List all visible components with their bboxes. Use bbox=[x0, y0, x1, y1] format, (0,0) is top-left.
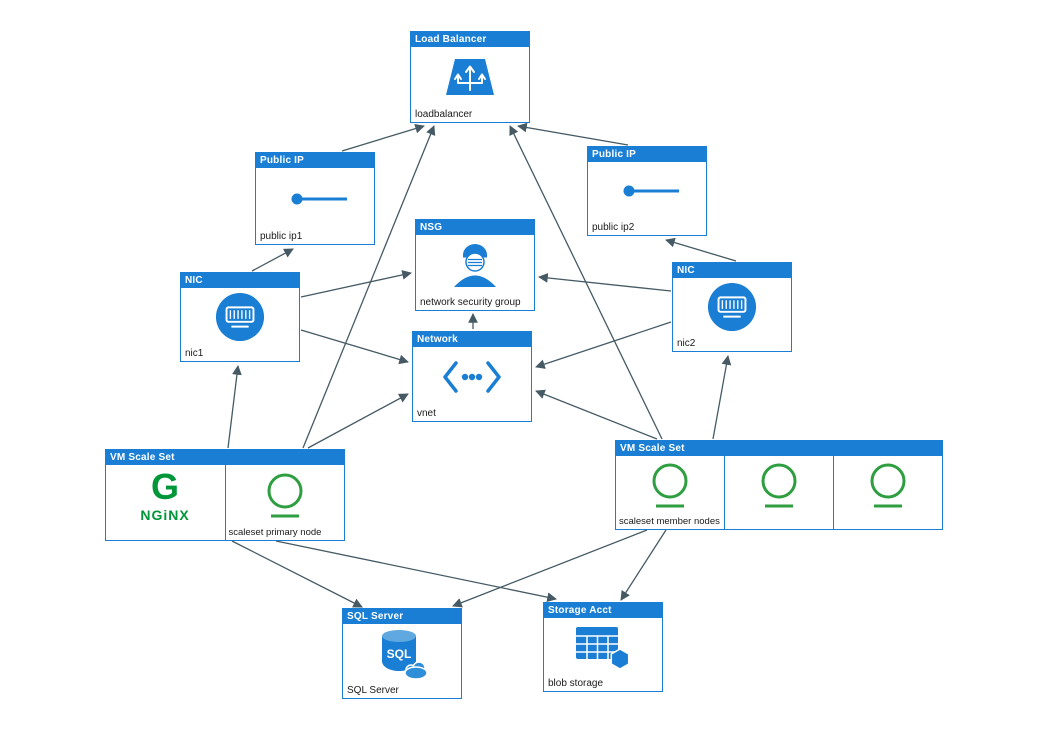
node-label: public ip2 bbox=[592, 222, 635, 233]
node-label: loadbalancer bbox=[415, 109, 473, 120]
edge-scaleset-members-nic2 bbox=[712, 355, 732, 440]
member-node-cell bbox=[833, 456, 942, 529]
node-header: VM Scale Set bbox=[616, 441, 942, 456]
node-storage-account[interactable]: Storage Acct blob storage bbox=[543, 602, 663, 692]
node-sql-server[interactable]: SQL Server SQL SQL Server bbox=[342, 608, 462, 699]
node-vm-scale-set-primary[interactable]: VM Scale Set G NGiNX scaleset primar bbox=[105, 449, 345, 541]
node-header: Public IP bbox=[588, 147, 706, 162]
node-header: Storage Acct bbox=[544, 603, 662, 618]
node-circle-icon bbox=[756, 461, 802, 516]
node-load-balancer[interactable]: Load Balancer loadbalancer bbox=[410, 31, 530, 123]
node-header: Load Balancer bbox=[411, 32, 529, 47]
sql-icon-text: SQL bbox=[387, 647, 412, 661]
public-ip-icon bbox=[609, 182, 685, 205]
edge-nic2-network bbox=[535, 321, 672, 369]
load-balancer-icon bbox=[444, 56, 496, 103]
edge-scaleset-primary-storage bbox=[275, 540, 557, 602]
node-label: blob storage bbox=[548, 678, 604, 689]
edge-scaleset-primary-network bbox=[307, 393, 409, 449]
edge-nic2-publicip2 bbox=[665, 237, 737, 262]
network-security-group-icon bbox=[449, 242, 501, 293]
edge-scaleset-primary-nic1 bbox=[227, 365, 242, 449]
public-ip-icon bbox=[277, 190, 353, 213]
node-header: Network bbox=[413, 332, 531, 347]
primary-node-cell: scaleset primary node bbox=[224, 465, 345, 540]
member-node-cell bbox=[724, 456, 833, 529]
node-vm-scale-set-members[interactable]: VM Scale Set scaleset member nodes bbox=[615, 440, 943, 530]
edge-publicip1-loadbalancer bbox=[341, 123, 425, 152]
edge-scaleset-members-sqlserver bbox=[452, 529, 648, 608]
node-label: scaleset primary node bbox=[228, 527, 322, 538]
sql-database-icon: SQL bbox=[375, 627, 429, 686]
node-label: network security group bbox=[420, 297, 521, 308]
node-label: vnet bbox=[417, 408, 436, 419]
edge-nic1-publicip1 bbox=[251, 248, 294, 272]
nic-icon bbox=[707, 282, 757, 337]
node-header: SQL Server bbox=[343, 609, 461, 624]
node-label: nic2 bbox=[677, 338, 696, 349]
edge-nic1-network bbox=[300, 329, 409, 365]
node-public-ip1[interactable]: Public IP public ip1 bbox=[255, 152, 375, 245]
node-label: SQL Server bbox=[347, 685, 399, 696]
edge-nic1-nsg bbox=[300, 270, 412, 298]
node-nic2[interactable]: NIC nic2 bbox=[672, 262, 792, 352]
node-circle-icon bbox=[647, 461, 693, 516]
node-public-ip2[interactable]: Public IP public ip2 bbox=[587, 146, 707, 236]
edge-scaleset-primary-sqlserver bbox=[231, 540, 363, 608]
virtual-network-icon bbox=[440, 358, 504, 401]
node-circle-icon bbox=[865, 461, 911, 516]
node-network[interactable]: Network vnet bbox=[412, 331, 532, 422]
node-circle-icon bbox=[262, 471, 308, 526]
node-nsg[interactable]: NSG network security group bbox=[415, 219, 535, 311]
edge-scaleset-members-network bbox=[535, 389, 658, 440]
nginx-logo-icon: G NGiNX bbox=[125, 466, 205, 530]
node-header: NIC bbox=[673, 263, 791, 278]
node-header: VM Scale Set bbox=[106, 450, 344, 465]
svg-text:G: G bbox=[151, 467, 179, 507]
nginx-cell: G NGiNX bbox=[106, 465, 225, 540]
edge-scaleset-members-storage bbox=[620, 529, 667, 601]
node-label: scaleset member nodes bbox=[619, 516, 720, 527]
member-node-cell: scaleset member nodes bbox=[616, 456, 724, 529]
node-header: NSG bbox=[416, 220, 534, 235]
edge-nic2-nsg bbox=[538, 273, 672, 292]
nic-icon bbox=[215, 292, 265, 347]
nginx-logo-text: NGiNX bbox=[141, 507, 190, 523]
node-header: Public IP bbox=[256, 153, 374, 168]
node-header: NIC bbox=[181, 273, 299, 288]
node-label: nic1 bbox=[185, 348, 204, 359]
blob-storage-icon bbox=[574, 623, 632, 676]
node-label: public ip1 bbox=[260, 231, 303, 242]
node-nic1[interactable]: NIC nic1 bbox=[180, 272, 300, 362]
edge-publicip2-loadbalancer bbox=[517, 122, 629, 146]
